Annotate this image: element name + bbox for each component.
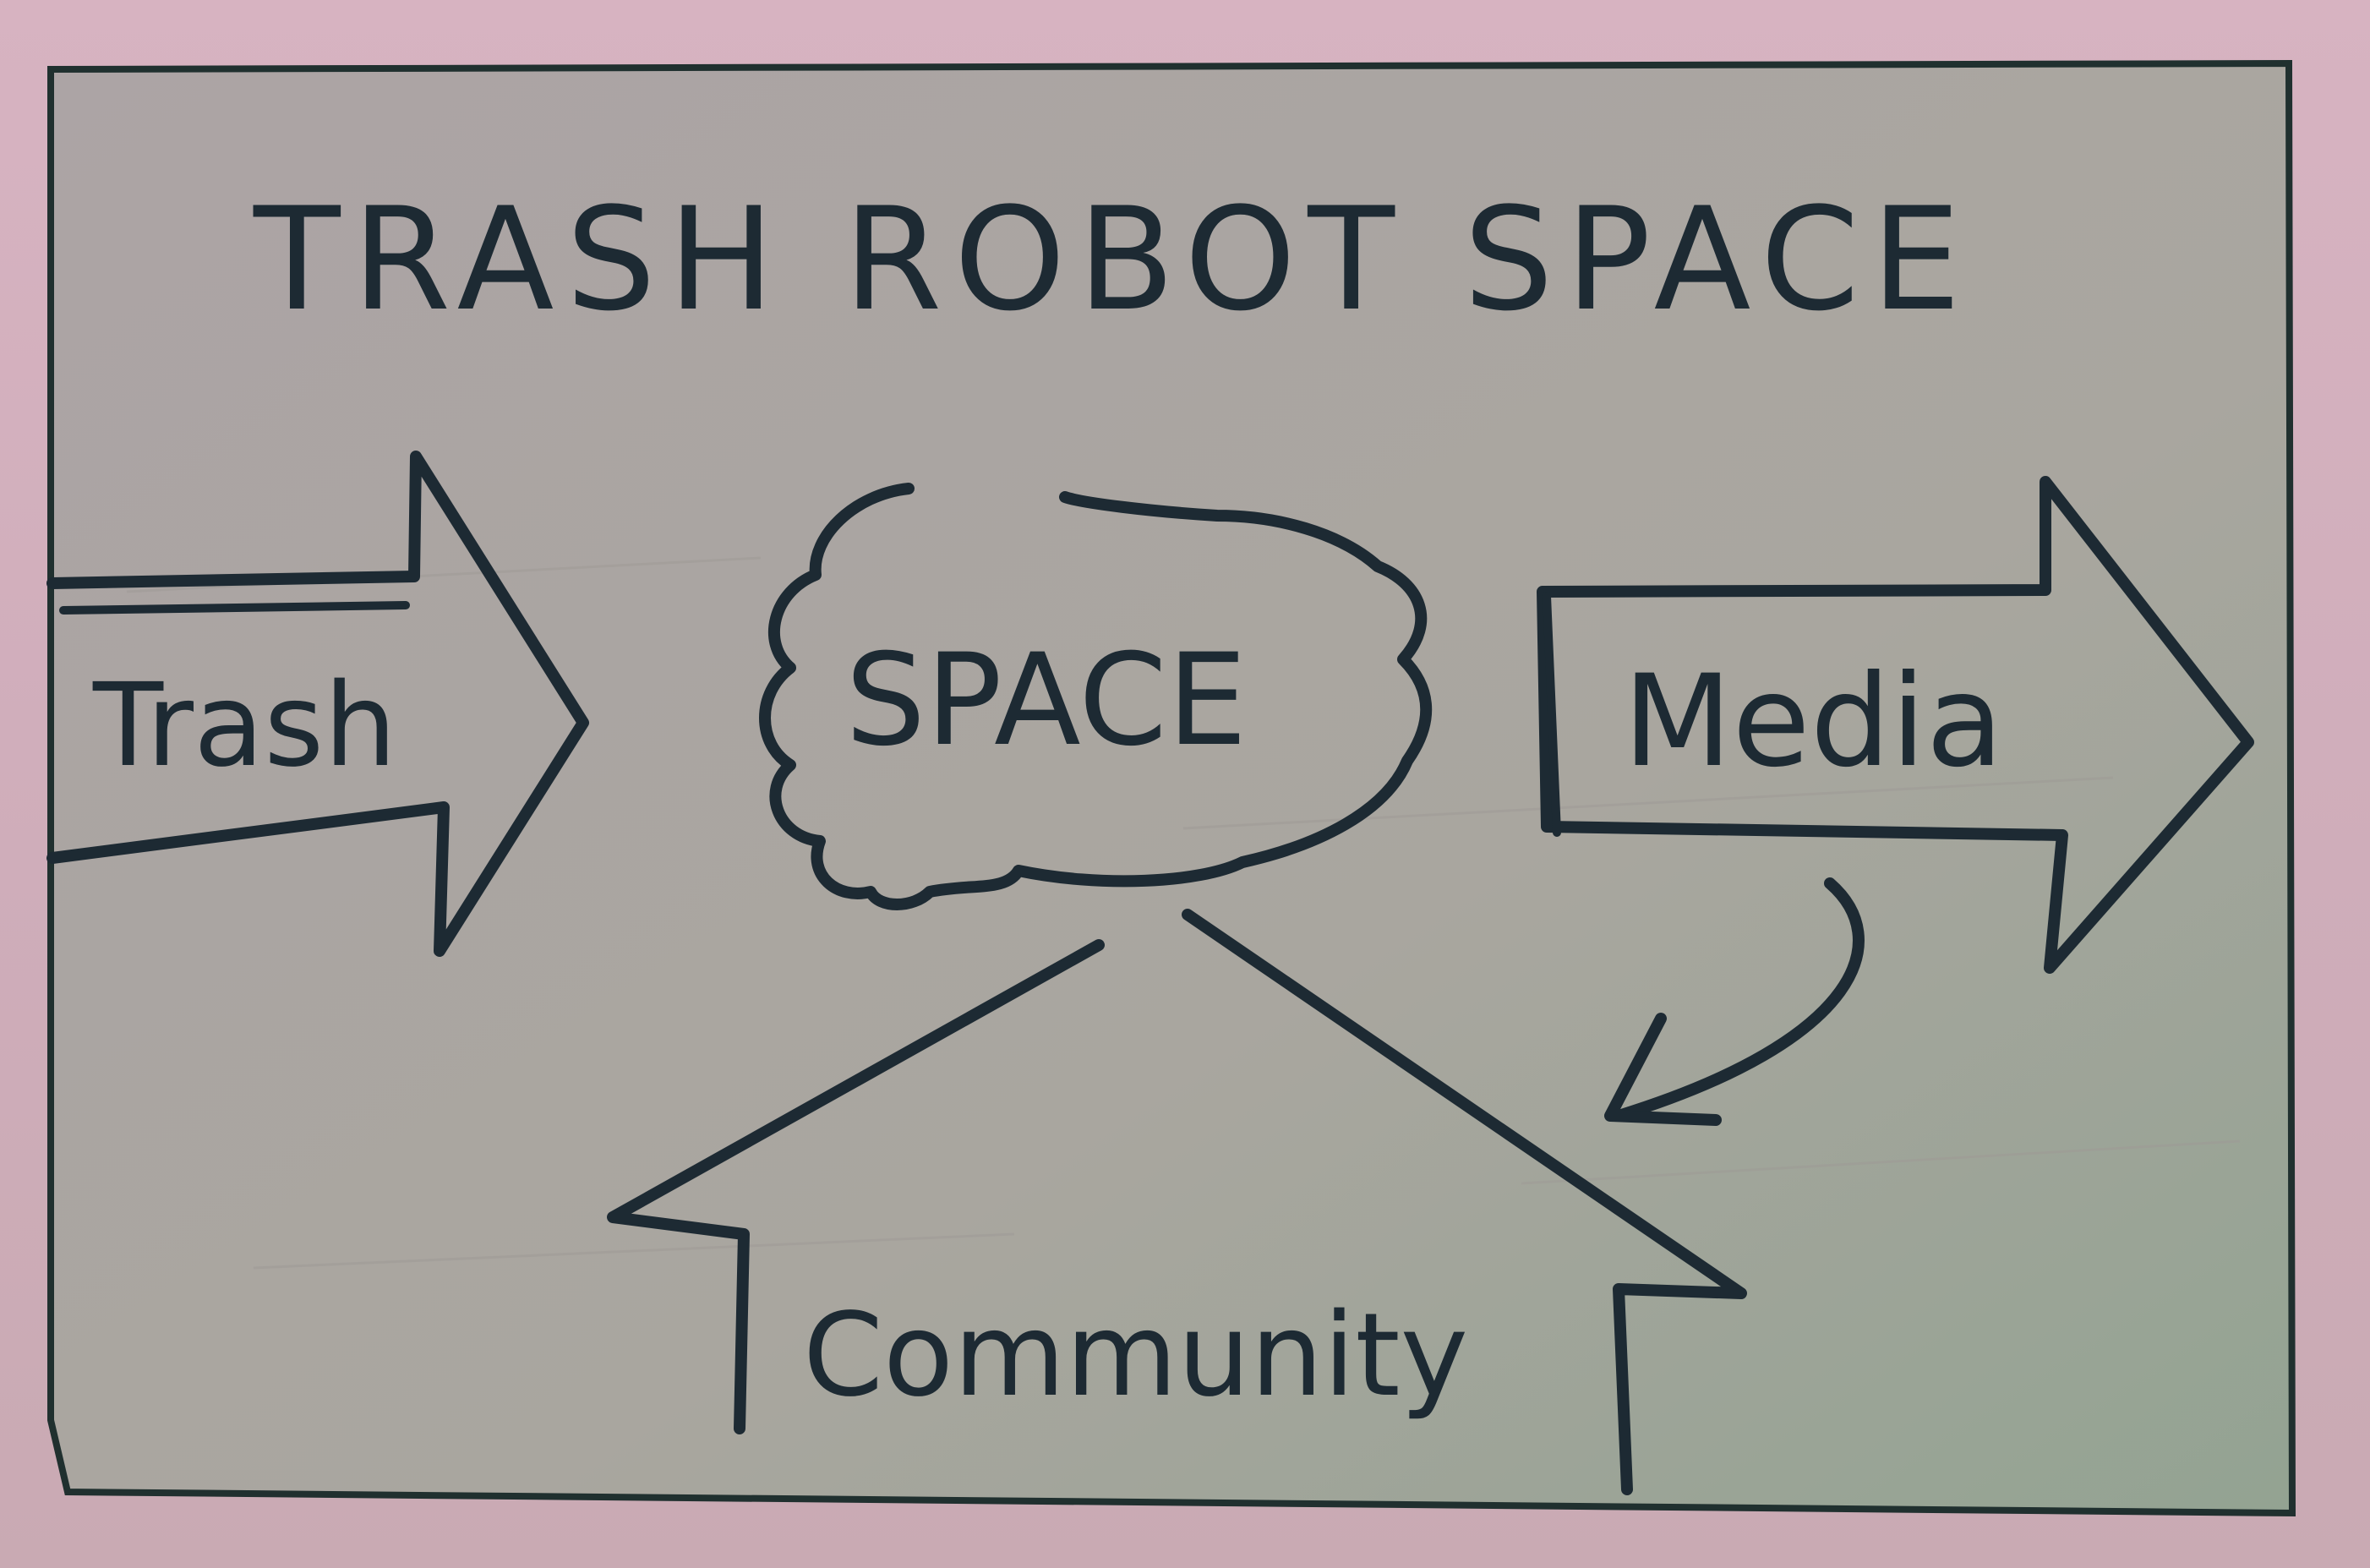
community-arrow: Community	[607, 909, 1747, 1495]
media-arrow: Media	[1537, 476, 2254, 974]
cardboard-card	[47, 59, 2296, 1517]
card-grain	[126, 556, 2241, 1270]
media-to-community-arrow	[1604, 877, 1865, 1126]
trash-label: Trash	[92, 659, 396, 793]
trash-arrow: Trash	[46, 451, 589, 957]
diagram-title: TRASH ROBOT SPACE	[253, 177, 1973, 342]
space-label: SPACE	[845, 627, 1248, 774]
community-label: Community	[803, 1289, 1468, 1423]
space-cloud: SPACE	[759, 483, 1433, 910]
media-label: Media	[1623, 648, 2004, 795]
